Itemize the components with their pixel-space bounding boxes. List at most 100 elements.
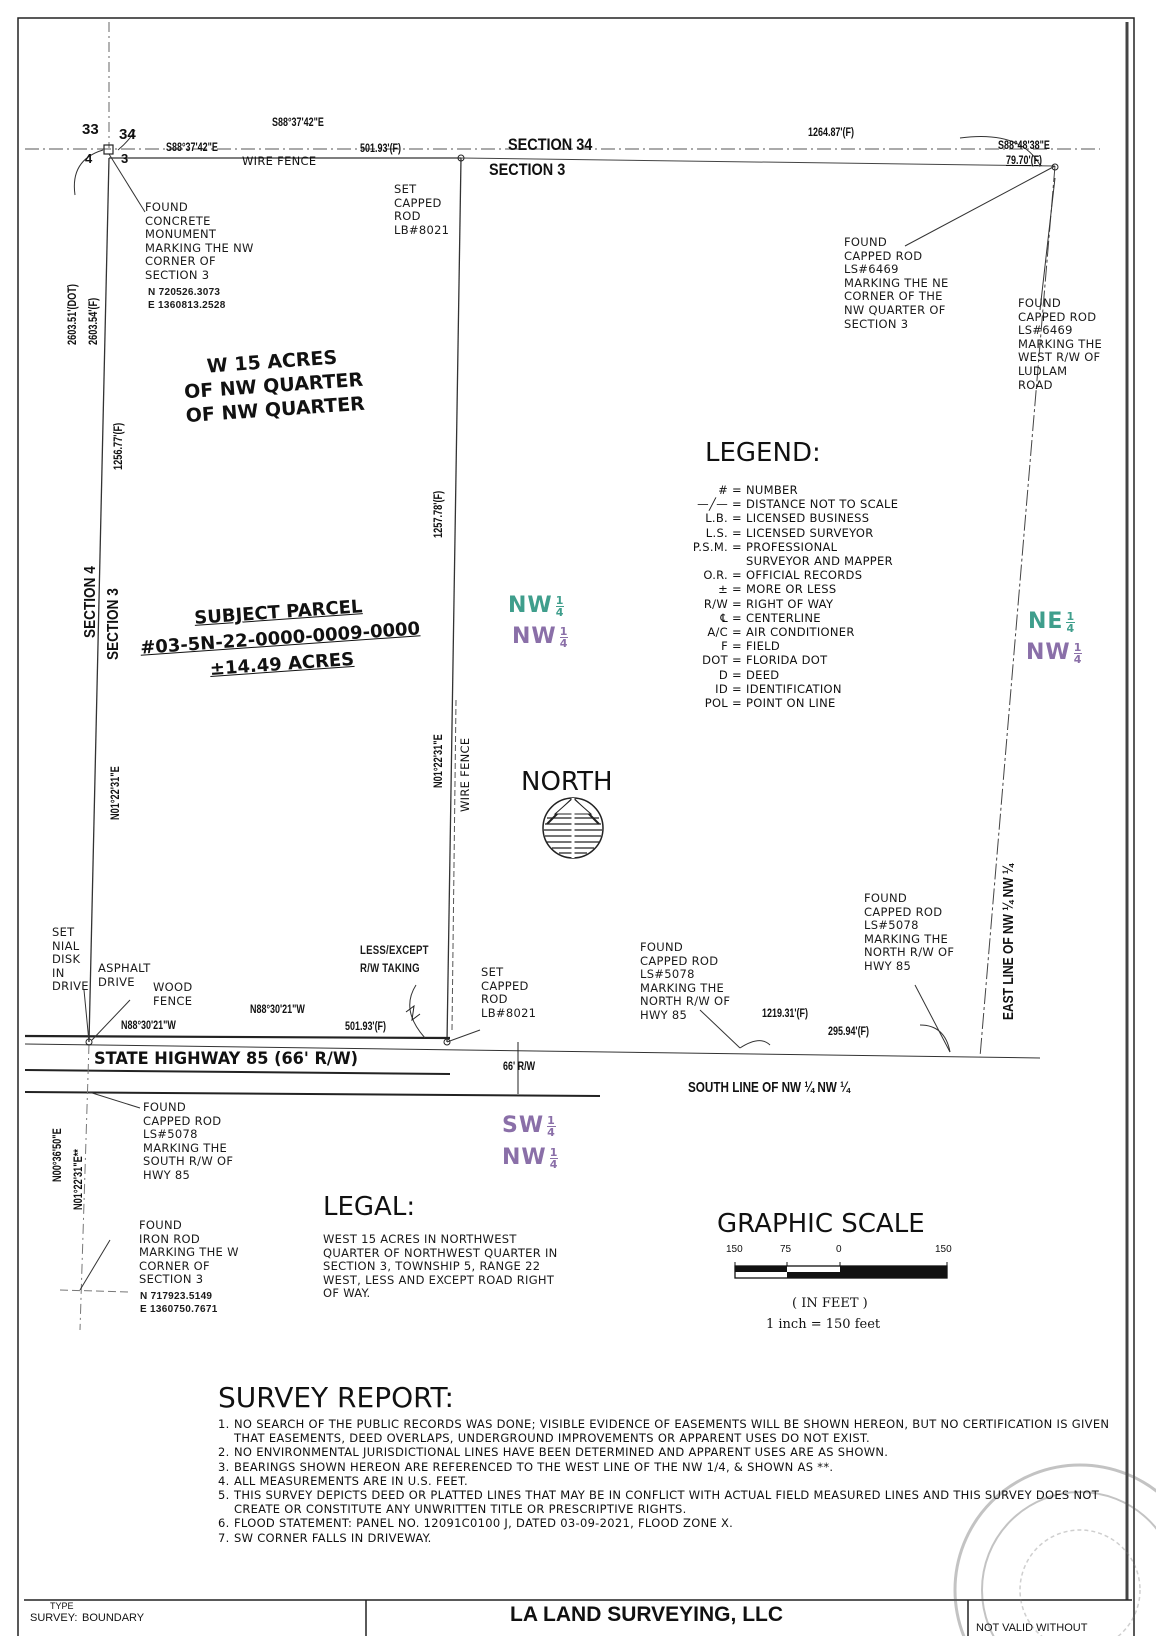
report-item: 1.NO SEARCH OF THE PUBLIC RECORDS WAS DO… — [218, 1417, 1118, 1445]
ne-corner-rod-marker — [1051, 163, 1059, 171]
legend-equals: = — [732, 582, 742, 597]
legend-description: DISTANCE NOT TO SCALE — [746, 497, 899, 512]
report-item: 2. NO ENVIRONMENTAL JURISDICTIONAL LINES … — [218, 1445, 1118, 1459]
legend-row: ±=MORE OR LESS — [640, 582, 898, 596]
leader-hwy-mid — [699, 1009, 741, 1049]
south-dist-mid: 1219.31'(F) — [762, 1008, 809, 1020]
scale-title: GRAPHIC SCALE — [717, 1209, 925, 1239]
legend-description: PROFESSIONAL — [746, 539, 838, 554]
report-title: SURVEY REPORT: — [218, 1381, 454, 1414]
survey-value: BOUNDARY — [82, 1612, 145, 1624]
leader-ludlam — [1039, 177, 1056, 311]
legend-description: OFFICIAL RECORDS — [746, 568, 863, 583]
leader-nw-monument — [108, 153, 146, 213]
parcel-west-line — [88, 157, 110, 1043]
legend-equals: = — [732, 525, 742, 540]
report-item-text: FLOOD STATEMENT: PANEL NO. 12091C0100 J,… — [234, 1516, 734, 1531]
north-arrow-symbol — [542, 797, 604, 859]
legal-title: LEGAL: — [323, 1192, 416, 1222]
south-line-label: SOUTH LINE OF NW ¼ NW ¼ — [688, 1079, 850, 1096]
row-width-label: 66' R/W — [503, 1061, 536, 1073]
set-rod-se-marker — [443, 1038, 451, 1046]
legend-equals: = — [732, 497, 742, 512]
leader-wood-fence — [91, 999, 131, 1041]
report-item-text: NO ENVIRONMENTAL JURISDICTIONAL LINES HA… — [234, 1445, 889, 1460]
scale-tick-75: 75 — [780, 1244, 792, 1255]
scale-tick-0: 0 — [836, 1244, 842, 1255]
west-dim-field: 2603.54'(F) — [88, 297, 100, 345]
wire-fence-label-east: WIRE FENCE — [458, 737, 472, 812]
legend-symbol: O.R. — [703, 568, 728, 583]
east-dim: 1257.78'(F) — [433, 490, 445, 538]
scale-ratio: 1 inch = 150 feet — [766, 1317, 881, 1332]
west-line-south-extension — [79, 1043, 90, 1331]
legend-equals — [728, 554, 746, 568]
scale-tick-150-right: 150 — [935, 1244, 952, 1255]
leader-nial-disk — [83, 989, 90, 1043]
leader-found-south — [88, 1091, 141, 1109]
break-symbol-south — [405, 1004, 421, 1022]
legend-row: O.R.=OFFICIAL RECORDS — [640, 568, 898, 582]
east-line-nw-quarter — [979, 165, 1056, 1058]
south-dist: 501.93'(F) — [345, 1021, 387, 1033]
legend-description: SURVEYOR AND MAPPER — [746, 554, 893, 569]
legend-description: IDENTIFICATION — [746, 681, 842, 696]
top-bearing-field: S88°37'42"E — [166, 142, 218, 154]
south-line-nw-quarter — [24, 1043, 1041, 1059]
south-bearing-mid: N88°30'21"W — [250, 1004, 305, 1016]
section-number-3: 3 — [121, 151, 129, 166]
legend-row: #=NUMBER — [640, 483, 898, 497]
legend-row: DOT=FLORIDA DOT — [640, 653, 898, 667]
section-3-label-side: SECTION 3 — [105, 588, 122, 660]
set-rod-ne-marker — [457, 154, 465, 162]
legend-row: SURVEYOR AND MAPPER — [640, 554, 898, 568]
top-dist-ne: 79.70'(F) — [1006, 155, 1043, 167]
legend-symbol: L.S. — [705, 525, 728, 540]
legend-row: P.S.M.=PROFESSIONAL — [640, 540, 898, 554]
section-34-label: SECTION 34 — [508, 135, 593, 154]
sw-corner-tick — [59, 1289, 131, 1293]
survey-label: SURVEY: — [30, 1612, 78, 1624]
section-number-34: 34 — [119, 126, 136, 143]
legend-title: LEGEND: — [705, 438, 821, 468]
legend-equals: = — [732, 511, 742, 526]
legend-row: A/C=AIR CONDITIONER — [640, 625, 898, 639]
south-bearing: N00°36'50"E — [52, 1128, 64, 1182]
top-bearing-ne: S88°48'38"E — [998, 140, 1050, 152]
legend-row: L.B.=LICENSED BUSINESS — [640, 511, 898, 525]
leader-arc-34 — [117, 129, 136, 151]
report-item-number: 2. — [218, 1445, 230, 1460]
south-bearing-2: N01°22'31"E** — [73, 1149, 85, 1210]
legend-row: F=FIELD — [640, 639, 898, 653]
scale-tick-150-left: 150 — [726, 1244, 743, 1255]
legend-symbol: D — [718, 667, 728, 682]
leader-hwy-east — [914, 984, 951, 1053]
top-bearing-deed: S88°37'42"E — [272, 117, 324, 129]
legend-symbol: ± — [718, 582, 728, 597]
company-name: LA LAND SURVEYING, LLC — [510, 1603, 784, 1626]
legend-symbol: # — [718, 483, 728, 497]
report-item-text: NO SEARCH OF THE PUBLIC RECORDS WAS DONE… — [234, 1417, 1110, 1446]
nw-corner-monument — [103, 144, 114, 155]
report-item-number: 7. — [218, 1530, 230, 1545]
legend-row: ℄=CENTERLINE — [640, 611, 898, 625]
north-line-east — [460, 157, 1056, 167]
legend-row: —╱—=DISTANCE NOT TO SCALE — [640, 497, 898, 511]
legend-row: D=DEED — [640, 668, 898, 682]
top-dist-east: 1264.87'(F) — [808, 127, 855, 139]
surveyor-seal-stamp — [953, 1463, 1156, 1636]
